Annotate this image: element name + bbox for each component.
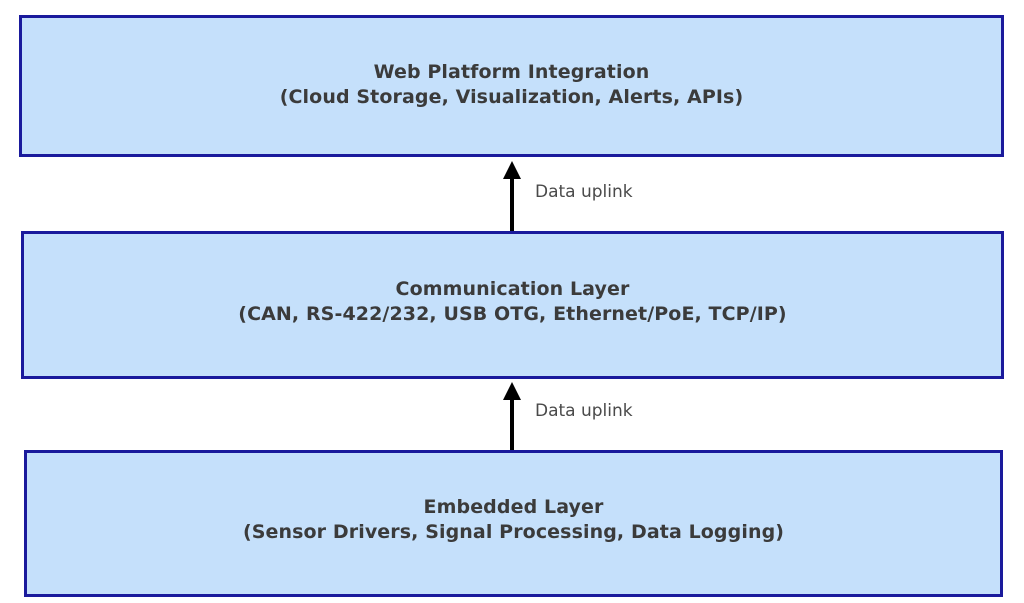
connector-label-embedded-to-comm: Data uplink	[535, 401, 633, 421]
layer-text-stack: Communication Layer (CAN, RS-422/232, US…	[24, 277, 1001, 327]
layer-subtitle-web-platform-integration: (Cloud Storage, Visualization, Alerts, A…	[279, 86, 744, 108]
layer-title-embedded-layer: Embedded Layer	[423, 496, 604, 518]
layer-box-embedded-layer: Embedded Layer (Sensor Drivers, Signal P…	[24, 450, 1003, 597]
connector-label-comm-to-web: Data uplink	[535, 182, 633, 202]
layer-subtitle-embedded-layer: (Sensor Drivers, Signal Processing, Data…	[242, 521, 785, 543]
arrow-up-icon-comm-to-web	[503, 161, 521, 232]
layer-subtitle-communication-layer: (CAN, RS-422/232, USB OTG, Ethernet/PoE,…	[238, 303, 787, 325]
arrow-up-icon-embedded-to-comm	[503, 382, 521, 451]
layer-text-stack: Embedded Layer (Sensor Drivers, Signal P…	[27, 495, 1000, 545]
layer-title-communication-layer: Communication Layer	[395, 278, 630, 300]
layer-box-communication-layer: Communication Layer (CAN, RS-422/232, US…	[21, 231, 1004, 379]
layer-box-web-platform-integration: Web Platform Integration (Cloud Storage,…	[19, 15, 1004, 157]
layer-text-stack: Web Platform Integration (Cloud Storage,…	[22, 60, 1001, 110]
layer-title-web-platform-integration: Web Platform Integration	[373, 61, 650, 83]
